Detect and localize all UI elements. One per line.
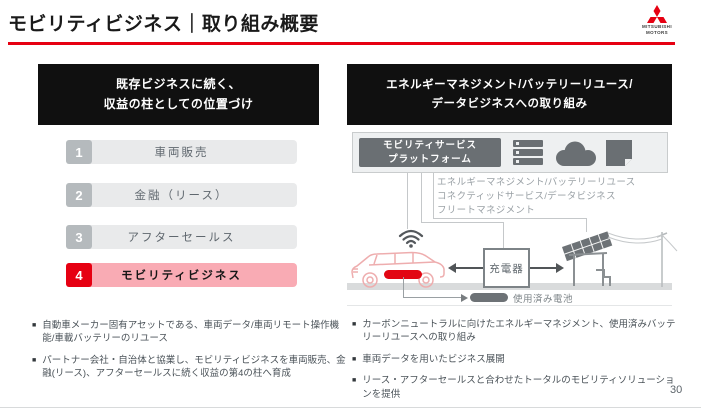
used-battery-arrow-icon: [461, 294, 468, 302]
platform-label: モビリティサービス プラットフォーム: [359, 138, 501, 167]
bullet-square-icon: ■: [352, 321, 357, 328]
bullet-text: 自動車メーカー固有アセットである、車両データ/車両リモート操作機能/車載バッテリ…: [42, 320, 340, 345]
connector-line-solar-v: [433, 173, 434, 218]
bullet-square-icon: ■: [352, 377, 357, 385]
bullet-text: 車両データを用いたビジネス展開: [362, 353, 505, 365]
ev-car-icon: [349, 245, 451, 295]
charger-label: 充電器: [489, 262, 524, 275]
mobility-platform-box: モビリティサービス プラットフォーム: [352, 132, 668, 173]
row-number-badge: 2: [66, 183, 92, 207]
left-bullet-list: ■ 自動車メーカー固有アセットである、車両データ/車両リモート操作機能/車載バッ…: [32, 319, 346, 389]
ev-battery-indicator: [384, 270, 422, 279]
service-item: エネルギーマネジメント/バッテリーリユース: [437, 177, 636, 188]
charger-box: 充電器: [483, 248, 530, 288]
wifi-icon: [398, 228, 424, 253]
arrow-left-icon: [448, 263, 456, 273]
connector-line-wifi: [407, 173, 408, 229]
arrow-to-solar-line: [530, 267, 556, 269]
bullet-item: ■ 自動車メーカー固有アセットである、車両データ/車両リモート操作機能/車載バッ…: [32, 319, 346, 346]
row-number-badge: 1: [66, 140, 92, 164]
used-battery-label: 使用済み電池: [513, 294, 574, 305]
document-icon: [605, 139, 633, 172]
row-label: モビリティビジネス: [66, 263, 297, 287]
bullet-text: カーボンニュートラルに向けたエネルギーマネジメント、使用済みバッテリーリユースへ…: [362, 319, 676, 344]
right-bullet-list: ■ カーボンニュートラルに向けたエネルギーマネジメント、使用済みバッテリーリユー…: [352, 318, 680, 409]
title-underline: [8, 42, 675, 45]
row-label: 車両販売: [66, 140, 297, 164]
right-panel-heading: エネルギーマネジメント/バッテリーリユース/ データビジネスへの取り組み: [347, 64, 672, 125]
row-number-badge: 3: [66, 225, 92, 249]
platform-services-list: エネルギーマネジメント/バッテリーリユース コネクティッドサービス/データビジネ…: [437, 176, 635, 217]
bullet-square-icon: ■: [352, 355, 357, 363]
solar-carport-icon: [556, 224, 678, 295]
row-label: 金融（リース）: [66, 183, 297, 207]
business-row-4-highlighted: モビリティビジネス 4: [66, 263, 297, 287]
arrow-right-icon: [556, 263, 564, 273]
bullet-item: ■ パートナー会社・自治体と協業し、モビリティビジネスを車両販売、金融(リース)…: [32, 354, 346, 381]
bullet-square-icon: ■: [32, 322, 37, 329]
business-row-3: アフターセールス 3: [66, 225, 297, 249]
business-row-1: 車両販売 1: [66, 140, 297, 164]
service-item: フリートマネジメント: [437, 204, 536, 216]
mitsubishi-three-diamond-icon: [635, 5, 679, 24]
used-battery-icon: [470, 293, 508, 302]
page-number: 30: [670, 384, 683, 396]
bullet-text: パートナー会社・自治体と協業し、モビリティビジネスを車両販売、金融(リース)、ア…: [42, 354, 346, 380]
business-row-2: 金融（リース） 2: [66, 183, 297, 207]
row-number-badge: 4: [66, 263, 92, 287]
connector-line-charger-v: [421, 173, 422, 222]
separator-line: [347, 305, 672, 306]
connector-line-charger-h: [421, 222, 504, 223]
bullet-item: ■ カーボンニュートラルに向けたエネルギーマネジメント、使用済みバッテリーリユー…: [352, 318, 680, 345]
server-icon: [513, 140, 543, 170]
mitsubishi-logo: MITSUBISHI MOTORS: [635, 5, 679, 36]
bullet-text: リース・アフターセールスと合わせたトータルのモビリティソリューションを提供: [362, 375, 675, 400]
cloud-icon: [553, 139, 597, 172]
bullet-square-icon: ■: [32, 356, 37, 364]
arrow-to-car-line: [456, 267, 483, 269]
connector-line-solar-drop: [586, 218, 587, 232]
row-label: アフターセールス: [66, 225, 297, 249]
logo-brand-text: MITSUBISHI MOTORS: [641, 24, 672, 35]
slide-bottom-edge: [0, 407, 701, 408]
page-title: モビリティビジネス｜取り組み概要: [8, 14, 319, 35]
left-panel-heading: 既存ビジネスに続く、 収益の柱としての位置づけ: [38, 64, 319, 125]
connector-line-charger-drop: [503, 222, 504, 248]
bullet-item: ■ 車両データを用いたビジネス展開: [352, 353, 680, 366]
bullet-item: ■ リース・アフターセールスと合わせたトータルのモビリティソリューションを提供: [352, 374, 680, 401]
used-battery-flow-line-v: [403, 277, 404, 298]
connector-line-solar-h: [433, 218, 587, 219]
service-item: コネクティッドサービス/データビジネス: [437, 190, 616, 202]
used-battery-flow-line-h: [403, 297, 463, 298]
